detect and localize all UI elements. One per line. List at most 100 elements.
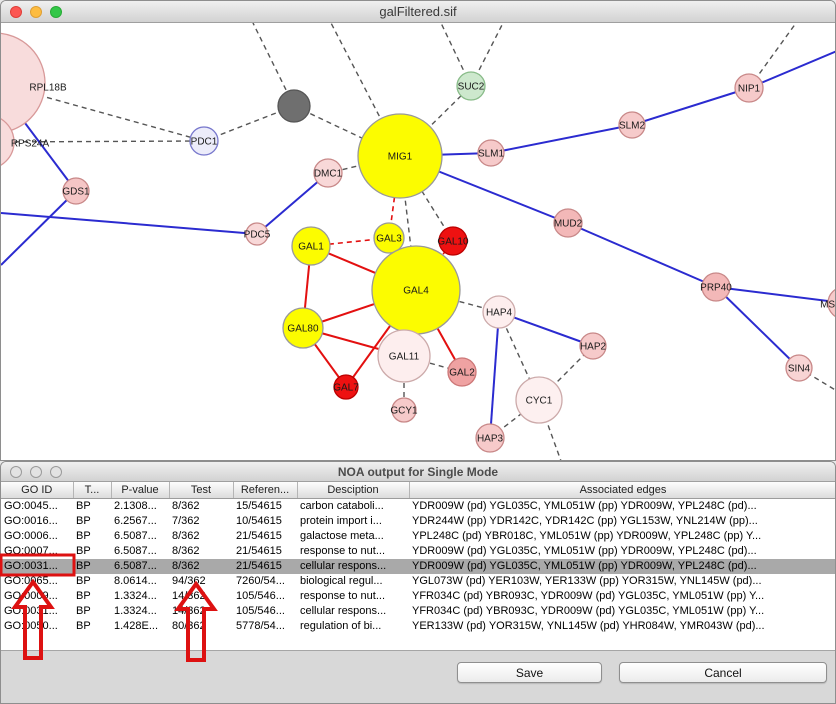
table-cell[interactable]: GO:0009... — [4, 589, 58, 602]
graph-edge[interactable] — [1, 140, 205, 143]
table-cell[interactable]: response to nut... — [300, 544, 385, 557]
minimize-button[interactable] — [30, 465, 42, 478]
graph-edge[interactable] — [715, 286, 800, 369]
table-cell[interactable]: GO:0065... — [4, 574, 58, 587]
graph-node-dark[interactable] — [277, 89, 311, 123]
table-cell[interactable]: carbon cataboli... — [300, 499, 384, 512]
table-cell[interactable]: 105/546... — [236, 604, 285, 617]
graph-node-gal80[interactable] — [282, 307, 324, 349]
table-cell[interactable]: 8/362 — [172, 529, 200, 542]
network-canvas[interactable]: RPL18BRPS24AGDS1PDC1DMC1MIG1SUC2SLM1SLM2… — [1, 23, 835, 461]
graph-node-gds1[interactable] — [62, 177, 90, 205]
table-cell[interactable]: 80/362 — [172, 619, 206, 632]
table-cell[interactable]: cellular respons... — [297, 558, 409, 574]
close-button[interactable] — [10, 465, 22, 478]
graph-node-hap3[interactable] — [475, 423, 505, 453]
graph-edge[interactable] — [498, 311, 594, 347]
graph-edge[interactable] — [715, 286, 835, 303]
graph-node-nip1[interactable] — [734, 73, 764, 103]
graph-edge[interactable] — [748, 50, 835, 89]
table-cell[interactable]: 7/362 — [172, 514, 200, 527]
table-cell[interactable]: GO:0031... — [4, 604, 58, 617]
graph-edge[interactable] — [330, 23, 401, 157]
graph-node-sin4[interactable] — [785, 354, 813, 382]
table-cell[interactable]: YDR009W (pd) YGL035C, YML051W (pp) YDR00… — [412, 499, 757, 512]
graph-node-gal1[interactable] — [291, 226, 331, 266]
table-cell[interactable]: YER133W (pd) YOR315W, YNL145W (pd) YHR08… — [412, 619, 765, 632]
graph-edge[interactable] — [399, 85, 472, 157]
table-cell[interactable]: galactose meta... — [300, 529, 384, 542]
table-cell[interactable]: 10/54615 — [236, 514, 282, 527]
table-cell[interactable]: BP — [76, 589, 91, 602]
table-cell[interactable]: BP — [76, 619, 91, 632]
table-cell[interactable]: YDR244W (pp) YDR142C, YDR142C (pp) YGL15… — [412, 514, 758, 527]
graph-node-mig1[interactable] — [357, 113, 443, 199]
table-cell[interactable]: BP — [76, 514, 91, 527]
table-cell[interactable]: 94/362 — [172, 574, 206, 587]
graph-node-gal10[interactable] — [438, 226, 468, 256]
table-cell[interactable]: 6.5087... — [114, 544, 157, 557]
table-cell[interactable]: 14/362 — [172, 604, 206, 617]
graph-node-hap4[interactable] — [482, 295, 516, 329]
table-cell[interactable]: 1.428E... — [114, 619, 159, 632]
graph-node-gal2[interactable] — [447, 357, 477, 387]
table-cell[interactable]: BP — [76, 499, 91, 512]
column-header[interactable]: T... — [73, 482, 112, 499]
table-cell[interactable]: 8/362 — [169, 558, 233, 574]
table-cell[interactable]: 2.1308... — [114, 499, 157, 512]
network-window-titlebar[interactable]: galFiltered.sif — [1, 1, 835, 23]
table-cell[interactable]: 6.5087... — [114, 529, 157, 542]
table-cell[interactable]: GO:0006... — [4, 529, 58, 542]
table-cell[interactable]: biological regul... — [300, 574, 383, 587]
table-cell[interactable]: 21/54615 — [236, 529, 282, 542]
table-cell[interactable]: 15/54615 — [236, 499, 282, 512]
table-cell[interactable]: 8.0614... — [114, 574, 157, 587]
cancel-button[interactable]: Cancel — [619, 662, 827, 683]
graph-edge[interactable] — [631, 87, 750, 126]
graph-edge[interactable] — [252, 23, 295, 107]
graph-edge[interactable] — [489, 311, 500, 439]
graph-node-gal7[interactable] — [333, 374, 359, 400]
table-row[interactable]: GO:0006... BP 6.5087... 8/362 21/54615 galact… — [1, 529, 835, 544]
graph-edge[interactable] — [498, 311, 540, 401]
column-header[interactable]: Referen... — [233, 482, 298, 499]
table-cell[interactable]: 21/54615 — [236, 544, 282, 557]
minimize-button[interactable] — [30, 5, 42, 18]
column-header[interactable]: P-value — [111, 482, 170, 499]
table-cell[interactable]: GO:0016... — [4, 514, 58, 527]
graph-node-rpl18b[interactable] — [1, 32, 46, 134]
graph-node-msn5[interactable] — [827, 287, 835, 319]
graph-node-dmc1[interactable] — [313, 158, 343, 188]
graph-node-prp40[interactable] — [701, 272, 731, 302]
table-cell[interactable]: GO:0007... — [4, 544, 58, 557]
graph-node-gal11[interactable] — [377, 329, 431, 383]
graph-edge[interactable] — [256, 172, 329, 235]
table-cell[interactable]: 8/362 — [172, 544, 200, 557]
table-cell[interactable]: 6.5087... — [111, 558, 169, 574]
table-cell[interactable]: BP — [76, 604, 91, 617]
table-cell[interactable]: GO:0050... — [4, 619, 58, 632]
table-cell[interactable]: BP — [76, 529, 91, 542]
column-header[interactable]: Desciption — [297, 482, 410, 499]
table-cell[interactable]: BP — [76, 574, 91, 587]
graph-edge[interactable] — [490, 124, 633, 154]
noa-window-titlebar[interactable]: NOA output for Single Mode — [1, 462, 835, 482]
table-cell[interactable]: 14/362 — [172, 589, 206, 602]
table-cell[interactable]: BP — [73, 558, 111, 574]
table-cell[interactable]: 6.2567... — [114, 514, 157, 527]
table-cell[interactable]: 21/54615 — [233, 558, 297, 574]
save-button[interactable]: Save — [457, 662, 602, 683]
zoom-button[interactable] — [50, 465, 62, 478]
graph-edge[interactable] — [1, 190, 77, 266]
table-cell[interactable]: GO:0031... — [1, 558, 73, 574]
table-cell[interactable]: 1.3324... — [114, 589, 157, 602]
graph-node-slm2[interactable] — [618, 111, 646, 139]
graph-node-rps24a[interactable] — [1, 115, 15, 169]
